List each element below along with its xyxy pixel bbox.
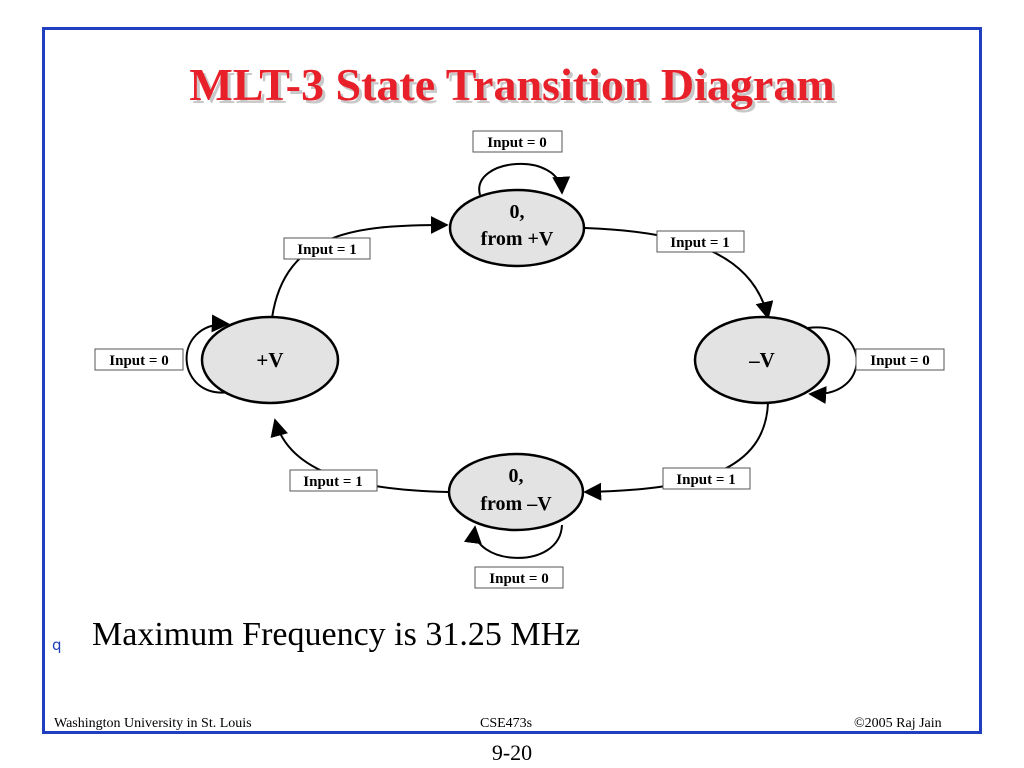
- edge-self-left: [185, 314, 231, 394]
- state-label: 0,: [509, 465, 524, 487]
- edge-label-bottom-to-left: Input = 1: [289, 469, 378, 492]
- edge-self-top: [478, 163, 571, 196]
- state-label: from –V: [480, 493, 552, 515]
- edge-label-self-top: Input = 0: [472, 130, 563, 153]
- svg-text:Input = 1: Input = 1: [303, 474, 362, 490]
- state-label: from +V: [481, 228, 554, 250]
- svg-text:Input = 1: Input = 1: [670, 235, 729, 251]
- bullet-marker: q: [52, 636, 62, 654]
- state-zero-from-minus-v: 0, from –V: [447, 452, 585, 532]
- footer-center: CSE473s: [480, 716, 533, 731]
- state-plus-v: +V: [200, 315, 340, 405]
- state-label: –V: [748, 348, 775, 372]
- svg-text:Input = 0: Input = 0: [870, 353, 929, 369]
- edge-label-right-to-bottom: Input = 1: [662, 467, 751, 490]
- edge-label-self-bottom: Input = 0: [474, 566, 564, 589]
- edge-self-bottom: [463, 524, 563, 559]
- state-zero-from-plus-v: 0, from +V: [448, 188, 586, 268]
- svg-text:Input = 0: Input = 0: [109, 353, 168, 369]
- edge-top-to-right: [584, 227, 774, 320]
- page-number: 9-20: [491, 740, 533, 765]
- svg-text:Input = 0: Input = 0: [489, 571, 548, 587]
- state-minus-v: –V: [693, 315, 831, 405]
- edge-label-left-to-top: Input = 1: [283, 237, 371, 260]
- svg-text:Input = 1: Input = 1: [676, 472, 735, 488]
- state-label: +V: [256, 348, 283, 372]
- edge-label-self-left: Input = 0: [94, 348, 184, 371]
- svg-text:Input = 0: Input = 0: [487, 135, 546, 151]
- bullet-text: Maximum Frequency is 31.25 MHz: [92, 616, 581, 653]
- edge-label-top-to-right: Input = 1: [656, 230, 745, 253]
- footer-right: ©2005 Raj Jain: [854, 716, 942, 731]
- footer-left: Washington University in St. Louis: [54, 716, 252, 731]
- edge-label-self-right: Input = 0: [855, 348, 945, 371]
- svg-text:Input = 1: Input = 1: [297, 242, 356, 258]
- slide-title: MLT-3 State Transition Diagram: [189, 59, 835, 110]
- state-label: 0,: [510, 201, 525, 223]
